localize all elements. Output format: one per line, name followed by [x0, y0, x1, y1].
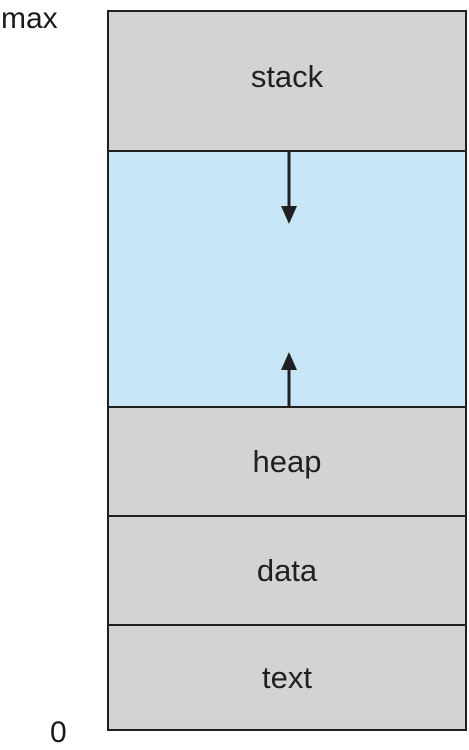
stack-label: stack	[250, 59, 324, 94]
text-segment: text	[109, 624, 465, 729]
free-space-region	[109, 150, 465, 408]
process-memory-layout: stack heap data text	[107, 10, 467, 731]
data-label: data	[256, 552, 318, 588]
max-address-label: max	[1, 2, 58, 35]
stack-segment: stack	[109, 12, 465, 150]
heap-growth-up-arrow	[281, 352, 297, 408]
growth-arrows	[281, 152, 297, 408]
heap-label: heap	[252, 443, 322, 479]
heap-segment: heap	[109, 406, 465, 515]
text-label: text	[262, 659, 312, 695]
zero-address-label: 0	[50, 716, 67, 749]
data-segment: data	[109, 515, 465, 624]
stack-growth-down-arrow	[281, 152, 297, 224]
